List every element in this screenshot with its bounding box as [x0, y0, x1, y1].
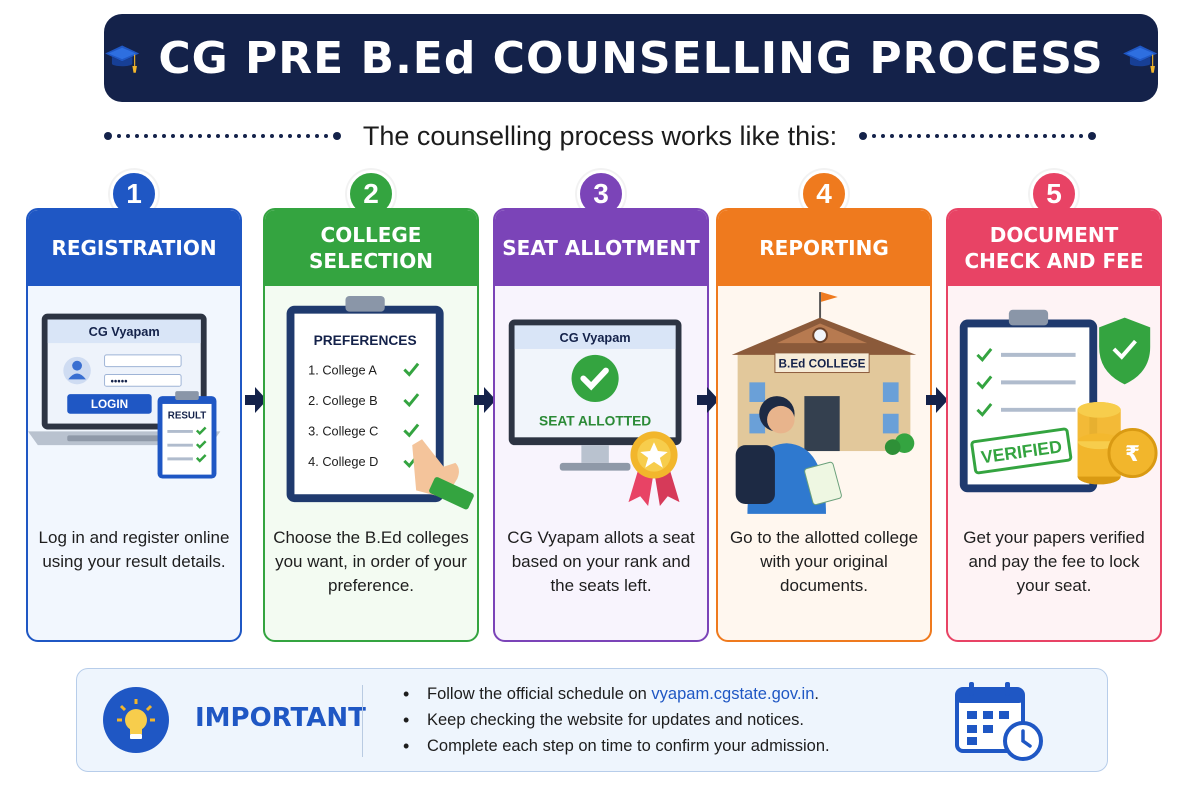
important-notice-box: IMPORTANT Follow the official schedule o… [76, 668, 1108, 772]
calendar-clock-icon [955, 682, 1043, 761]
step-description: Get your papers verified and pay the fee… [963, 528, 1145, 595]
laptop-login-illustration: CG Vyapam ••••• LOGIN RESULT [28, 313, 221, 479]
result-label: RESULT [168, 411, 206, 422]
step-heading: DOCUMENT CHECK AND FEE [948, 210, 1160, 286]
list-item: Complete each step on time to confirm yo… [403, 733, 830, 759]
step-description: Log in and register online using your re… [38, 528, 230, 571]
step-card-registration: REGISTRATION CG Vyapam ••••• LOGIN RESUL… [26, 208, 242, 642]
step-card-college-selection: COLLEGE SELECTION PREFERENCES 1. College… [263, 208, 479, 642]
step-heading: SEAT ALLOTMENT [495, 210, 707, 286]
decorative-dots [859, 132, 1097, 140]
preference-item: 4. College D [308, 454, 378, 469]
monitor-site-label: CG Vyapam [560, 330, 631, 345]
preference-item: 3. College C [308, 423, 378, 438]
list-item-suffix: . [814, 685, 819, 703]
password-mask: ••••• [110, 376, 128, 387]
laptop-site-label: CG Vyapam [89, 324, 160, 339]
seat-allotted-status: SEAT ALLOTTED [539, 414, 651, 429]
preference-item: 1. College A [308, 363, 377, 378]
page-title: CG PRE B.Ed COUNSELLING PROCESS [158, 32, 1104, 84]
divider [362, 685, 363, 757]
important-list: Follow the official schedule on vyapam.c… [403, 681, 830, 759]
monitor-seat-allotted-illustration: CG Vyapam SEAT ALLOTTED [508, 319, 682, 507]
arrow-right-icon [474, 387, 496, 413]
list-item: Keep checking the website for updates an… [403, 707, 830, 733]
login-button [67, 394, 152, 414]
important-label: IMPORTANT [195, 703, 366, 733]
lightbulb-icon [103, 687, 169, 753]
step-heading: REPORTING [718, 210, 930, 286]
college-building-illustration: B.Ed COLLEGE [731, 292, 917, 514]
graduation-cap-icon [1122, 45, 1157, 73]
login-label: LOGIN [91, 398, 128, 411]
step-description: CG Vyapam allots a seat based on your ra… [507, 528, 695, 595]
arrow-right-icon [697, 387, 719, 413]
step-description: Go to the allotted college with your ori… [729, 528, 919, 595]
preferences-clipboard-illustration: PREFERENCES 1. College A 2. College B 3.… [286, 295, 474, 510]
building-sign: B.Ed COLLEGE [779, 358, 866, 371]
step-heading: REGISTRATION [28, 210, 240, 286]
arrow-right-icon [926, 387, 948, 413]
preferences-title: PREFERENCES [314, 333, 417, 348]
list-item: Follow the official schedule on vyapam.c… [403, 681, 830, 707]
website-link[interactable]: vyapam.cgstate.gov.in [651, 685, 815, 703]
step-card-document-check-and-fee: DOCUMENT CHECK AND FEE VERIFIED [946, 208, 1162, 642]
rupee-symbol: ₹ [1125, 442, 1140, 467]
title-banner: CG PRE B.Ed COUNSELLING PROCESS [104, 14, 1158, 102]
step-heading: COLLEGE SELECTION [265, 210, 477, 286]
verified-documents-illustration: VERIFIED ₹ [959, 309, 1158, 493]
graduation-cap-icon [105, 45, 140, 73]
step-card-seat-allotment: SEAT ALLOTMENT CG Vyapam SEAT ALLOTTED C… [493, 208, 709, 642]
decorative-dots [103, 132, 341, 140]
list-item-text: Follow the official schedule on [427, 685, 652, 703]
subtitle: The counselling process works like this: [362, 120, 838, 151]
preference-item: 2. College B [308, 393, 377, 408]
subtitle-row: The counselling process works like this: [0, 118, 1200, 154]
step-description: Choose the B.Ed colleges you want, in or… [273, 528, 469, 595]
step-card-reporting: REPORTING B.Ed COLLEGE Go to the allo [716, 208, 932, 642]
arrow-right-icon [245, 387, 267, 413]
